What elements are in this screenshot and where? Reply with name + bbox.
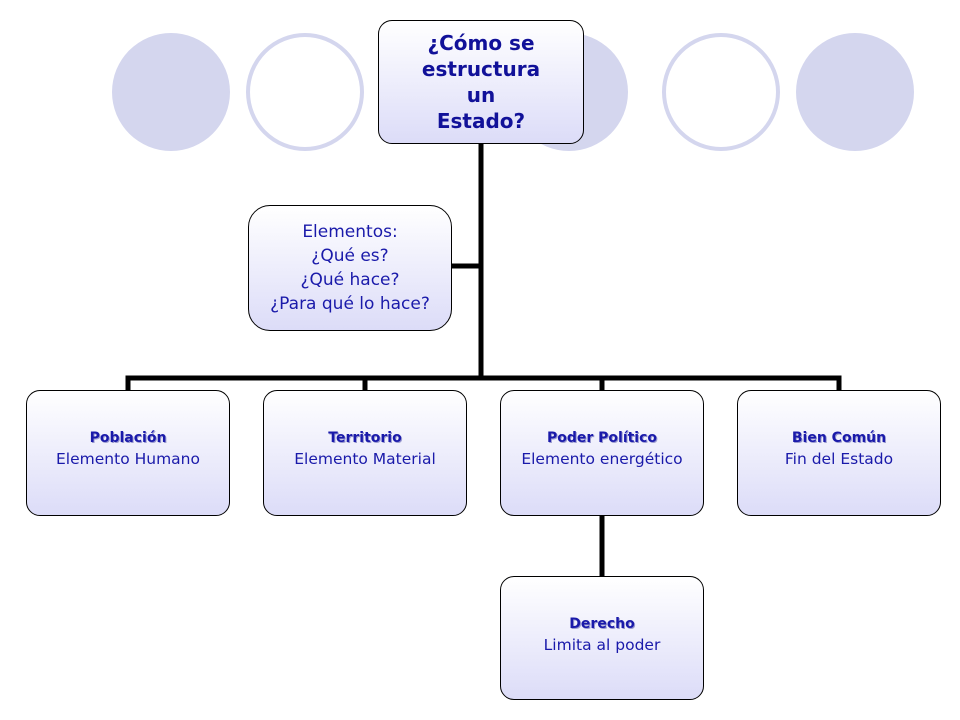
root-node-question: ¿Cómo se estructura un Estado? [378, 20, 584, 144]
elementos-line: ¿Para qué lo hace? [270, 294, 430, 315]
node-poder-politico: Poder Político Elemento energético [500, 390, 704, 516]
root-line: un [466, 83, 496, 107]
node-subtitle: Limita al poder [543, 635, 661, 654]
elementos-line: ¿Qué es? [311, 245, 389, 266]
node-poblacion: Población Elemento Humano [26, 390, 230, 516]
decorative-circle-ring [662, 33, 780, 151]
elementos-line: ¿Qué hace? [300, 270, 400, 290]
root-line: ¿Cómo se [427, 31, 535, 55]
node-derecho: Derecho Limita al poder [500, 576, 704, 700]
node-subtitle: Fin del Estado [784, 449, 894, 468]
elementos-line: Elementos: [302, 221, 398, 242]
node-subtitle: Elemento Material [294, 449, 436, 468]
decorative-circle-ring [246, 33, 364, 151]
node-title: Población [89, 430, 167, 446]
elementos-node: Elementos: ¿Qué es? ¿Qué hace? ¿Para qué… [248, 205, 452, 331]
node-subtitle: Elemento Humano [56, 449, 200, 468]
node-subtitle: Elemento energético [521, 449, 683, 468]
node-title: Bien Común [791, 430, 887, 446]
node-title: Poder Político [546, 430, 658, 446]
node-bien-comun: Bien Común Fin del Estado [737, 390, 941, 516]
decorative-circle-filled [796, 33, 914, 151]
node-title: Derecho [569, 616, 635, 632]
decorative-circle-filled [112, 33, 230, 151]
root-line: estructura [421, 57, 541, 81]
node-title: Territorio [328, 430, 402, 446]
root-line: Estado? [436, 109, 526, 133]
node-territorio: Territorio Elemento Material [263, 390, 467, 516]
